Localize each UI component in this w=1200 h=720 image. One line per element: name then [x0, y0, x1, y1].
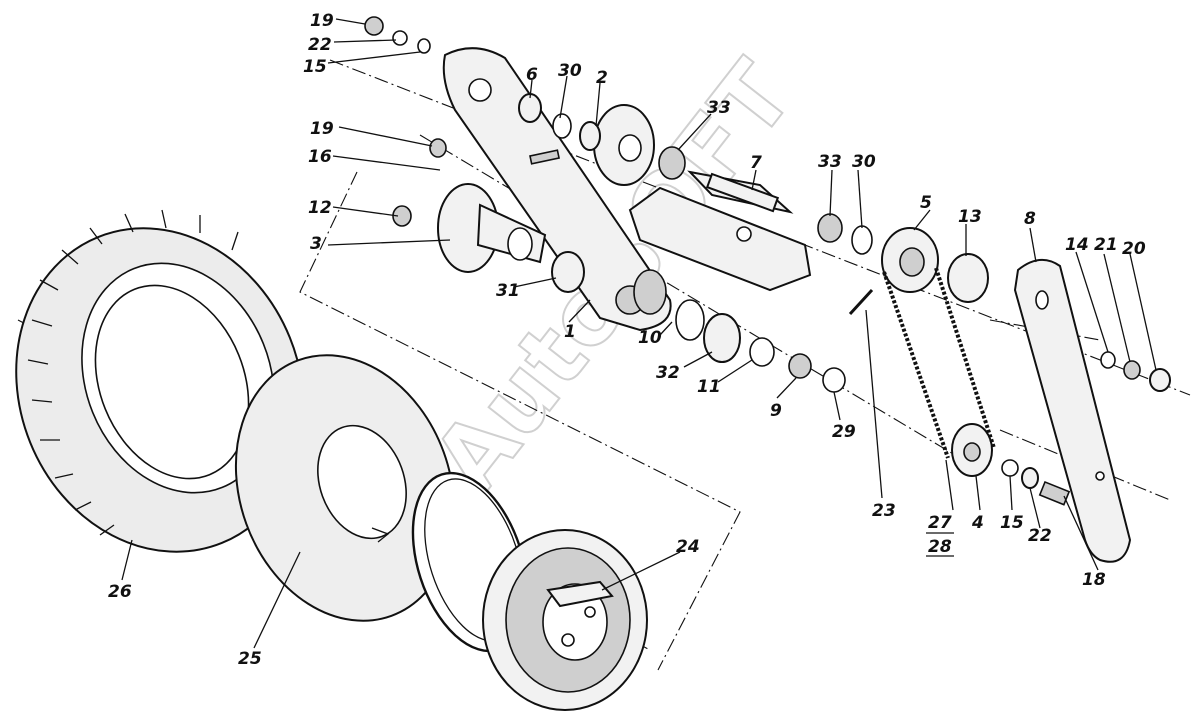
callout-3: 3 [310, 234, 322, 254]
callout-14: 14 [1065, 235, 1089, 255]
callout-7: 7 [750, 153, 762, 173]
callout-6: 6 [526, 65, 538, 85]
callout-13: 13 [958, 207, 982, 227]
callout-33-top: 33 [707, 98, 731, 118]
callout-16: 16 [308, 147, 332, 167]
label-bracket-27-28 [926, 532, 954, 557]
callout-9: 9 [770, 401, 782, 421]
callout-5: 5 [920, 193, 932, 213]
callout-18: 18 [1082, 570, 1106, 590]
callout-30-mid: 30 [852, 152, 876, 172]
callout-29: 29 [832, 422, 856, 442]
tire [15, 209, 305, 553]
callout-20: 20 [1122, 239, 1146, 259]
callout-28: 28 [928, 537, 952, 557]
callout-27: 27 [928, 513, 952, 533]
wheel-disc [482, 529, 648, 711]
callout-8: 8 [1024, 209, 1036, 229]
callout-12: 12 [308, 198, 332, 218]
leader-lines [121, 18, 1157, 649]
callout-4: 4 [971, 513, 984, 533]
callout-30-top: 30 [558, 61, 582, 81]
chain-drive [848, 227, 1071, 506]
callout-19-top: 19 [310, 11, 334, 31]
callout-23: 23 [872, 501, 896, 521]
callout-2: 2 [596, 68, 608, 88]
axle-hub [437, 183, 547, 273]
callout-labels: 19 22 15 6 30 2 33 7 19 16 12 3 31 1 10 … [108, 11, 1146, 669]
callout-10: 10 [638, 328, 662, 348]
shaft-parts [364, 16, 873, 393]
callout-21: 21 [1094, 235, 1118, 255]
sprocket-2 [593, 104, 655, 186]
callout-22-bottom: 22 [1028, 526, 1052, 546]
callout-24: 24 [676, 537, 700, 557]
callout-33-mid: 33 [818, 152, 842, 172]
inner-tube [234, 354, 456, 622]
callout-19-mid: 19 [310, 119, 334, 139]
callout-11: 11 [697, 377, 721, 397]
callout-22-top: 22 [308, 35, 332, 55]
callout-15-top: 15 [303, 57, 327, 77]
callout-26: 26 [108, 582, 132, 602]
callout-32: 32 [656, 363, 680, 383]
callout-1: 1 [564, 322, 576, 342]
callout-25: 25 [238, 649, 262, 669]
callout-15-bottom: 15 [1000, 513, 1024, 533]
callout-31: 31 [496, 281, 520, 301]
